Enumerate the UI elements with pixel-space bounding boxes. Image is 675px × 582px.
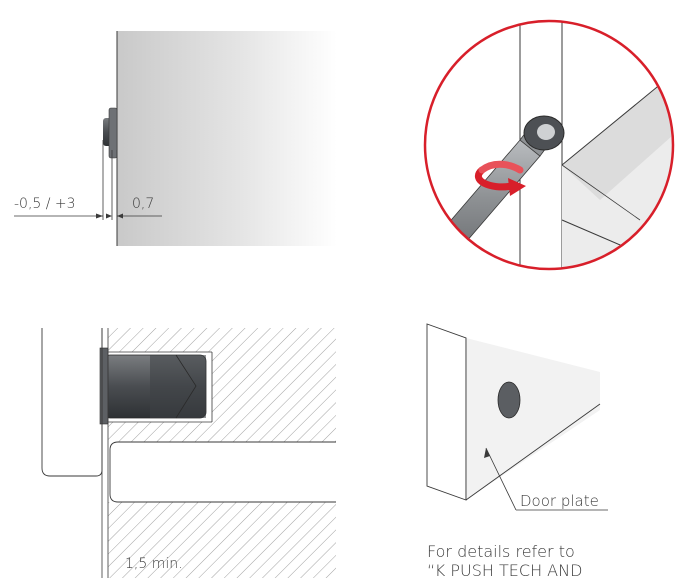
door-plate-leader (485, 447, 517, 511)
shelf-outline (109, 441, 336, 503)
door-bottom-edge (465, 403, 601, 501)
note-line-2: “K PUSH TECH AND (427, 561, 583, 580)
dim-arrow-gap-left (106, 213, 112, 219)
bottom-left-section (41, 328, 336, 578)
door-plate-label: Door plate (520, 492, 599, 510)
note-line-1: For details refer to (427, 542, 575, 561)
door-section (41, 328, 103, 477)
rotation-arrow-icon (475, 160, 526, 196)
door-panel-side (117, 31, 337, 246)
push-plug-slot (537, 124, 555, 140)
zoom-circle (423, 19, 675, 271)
hatched-cabinet-lower (108, 502, 336, 578)
top-left-detail (14, 31, 337, 246)
bottom-right-door (426, 323, 608, 511)
dim-adjust-label: -0,5 / +3 (14, 196, 76, 212)
door-edge (426, 323, 467, 501)
door-plate (497, 381, 521, 419)
dim-arrow-adjust (96, 213, 103, 219)
dim-gap-label: 0,7 (132, 196, 155, 212)
push-plug-body (108, 107, 118, 159)
top-right-zoom-detail (423, 19, 675, 271)
dim-min-label: 1,5 min. (125, 556, 183, 572)
dim-arrow-gap-right (117, 213, 123, 219)
